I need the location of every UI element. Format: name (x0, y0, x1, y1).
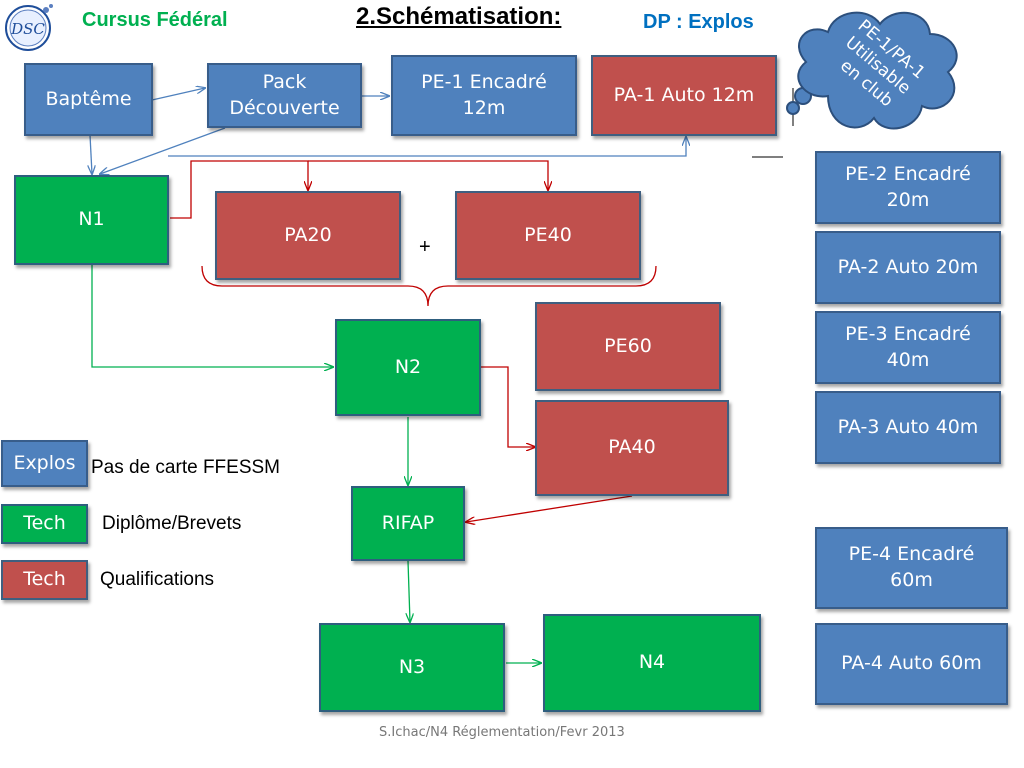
brace-pa20-pe40 (201, 265, 657, 307)
box-pe4: PE-4 Encadré 60m (815, 527, 1008, 609)
box-pack-decouverte: Pack Découverte (207, 63, 362, 128)
edge-n2-pa40 (480, 366, 535, 447)
legend-box-tech-green: Tech (1, 504, 88, 544)
footer: S.Ichac/N4 Réglementation/Fevr 2013 (379, 725, 625, 740)
box-pe3: PE-3 Encadré 40m (815, 311, 1001, 384)
box-bapteme: Baptême (24, 63, 153, 136)
edge-n1-pa20 (170, 160, 308, 219)
edge-pack-n1 (100, 127, 226, 174)
box-pa40: PA40 (535, 400, 729, 496)
edge-bapteme-n1 (90, 134, 92, 174)
legend-text-diplome: Diplôme/Brevets (102, 513, 242, 534)
edge-rifap-n3 (408, 560, 410, 622)
edge-n1-pa1 (168, 137, 686, 157)
dp-explos-title: DP : Explos (643, 11, 754, 33)
box-pe60: PE60 (535, 302, 721, 391)
edge-n1-n2 (91, 265, 333, 367)
legend-text-qualifications: Qualifications (100, 569, 215, 590)
box-pa1: PA-1 Auto 12m (591, 55, 777, 136)
box-pa20: PA20 (215, 191, 401, 280)
logo-text: DSC (10, 20, 45, 38)
edge-n1-pe40 (308, 160, 548, 190)
logo: DSC (5, 4, 53, 51)
box-pe2: PE-2 Encadré 20m (815, 151, 1001, 224)
box-pe40: PE40 (455, 191, 641, 280)
legend-box-tech-red: Tech (1, 560, 88, 600)
cursus-title: Cursus Fédéral (82, 9, 228, 31)
page-title: 2.Schématisation: (356, 3, 562, 30)
cloud-callout: PE-1/PA-1 Utilisable en club (786, 11, 958, 130)
box-n2: N2 (335, 319, 481, 416)
box-pa4: PA-4 Auto 60m (815, 623, 1008, 705)
box-pa3: PA-3 Auto 40m (815, 391, 1001, 464)
legend-text-explos: Pas de carte FFESSM (91, 457, 281, 478)
plus-sign: + (419, 236, 431, 258)
box-n1: N1 (14, 175, 169, 265)
legend-box-explos: Explos (1, 440, 88, 487)
box-rifap: RIFAP (351, 486, 465, 561)
edge-bapteme-pack (151, 88, 205, 101)
edge-pa40-rifap (466, 495, 633, 522)
box-n3: N3 (319, 623, 505, 712)
box-n4: N4 (543, 614, 761, 712)
box-pa2: PA-2 Auto 20m (815, 231, 1001, 304)
box-pe1: PE-1 Encadré 12m (391, 55, 577, 136)
